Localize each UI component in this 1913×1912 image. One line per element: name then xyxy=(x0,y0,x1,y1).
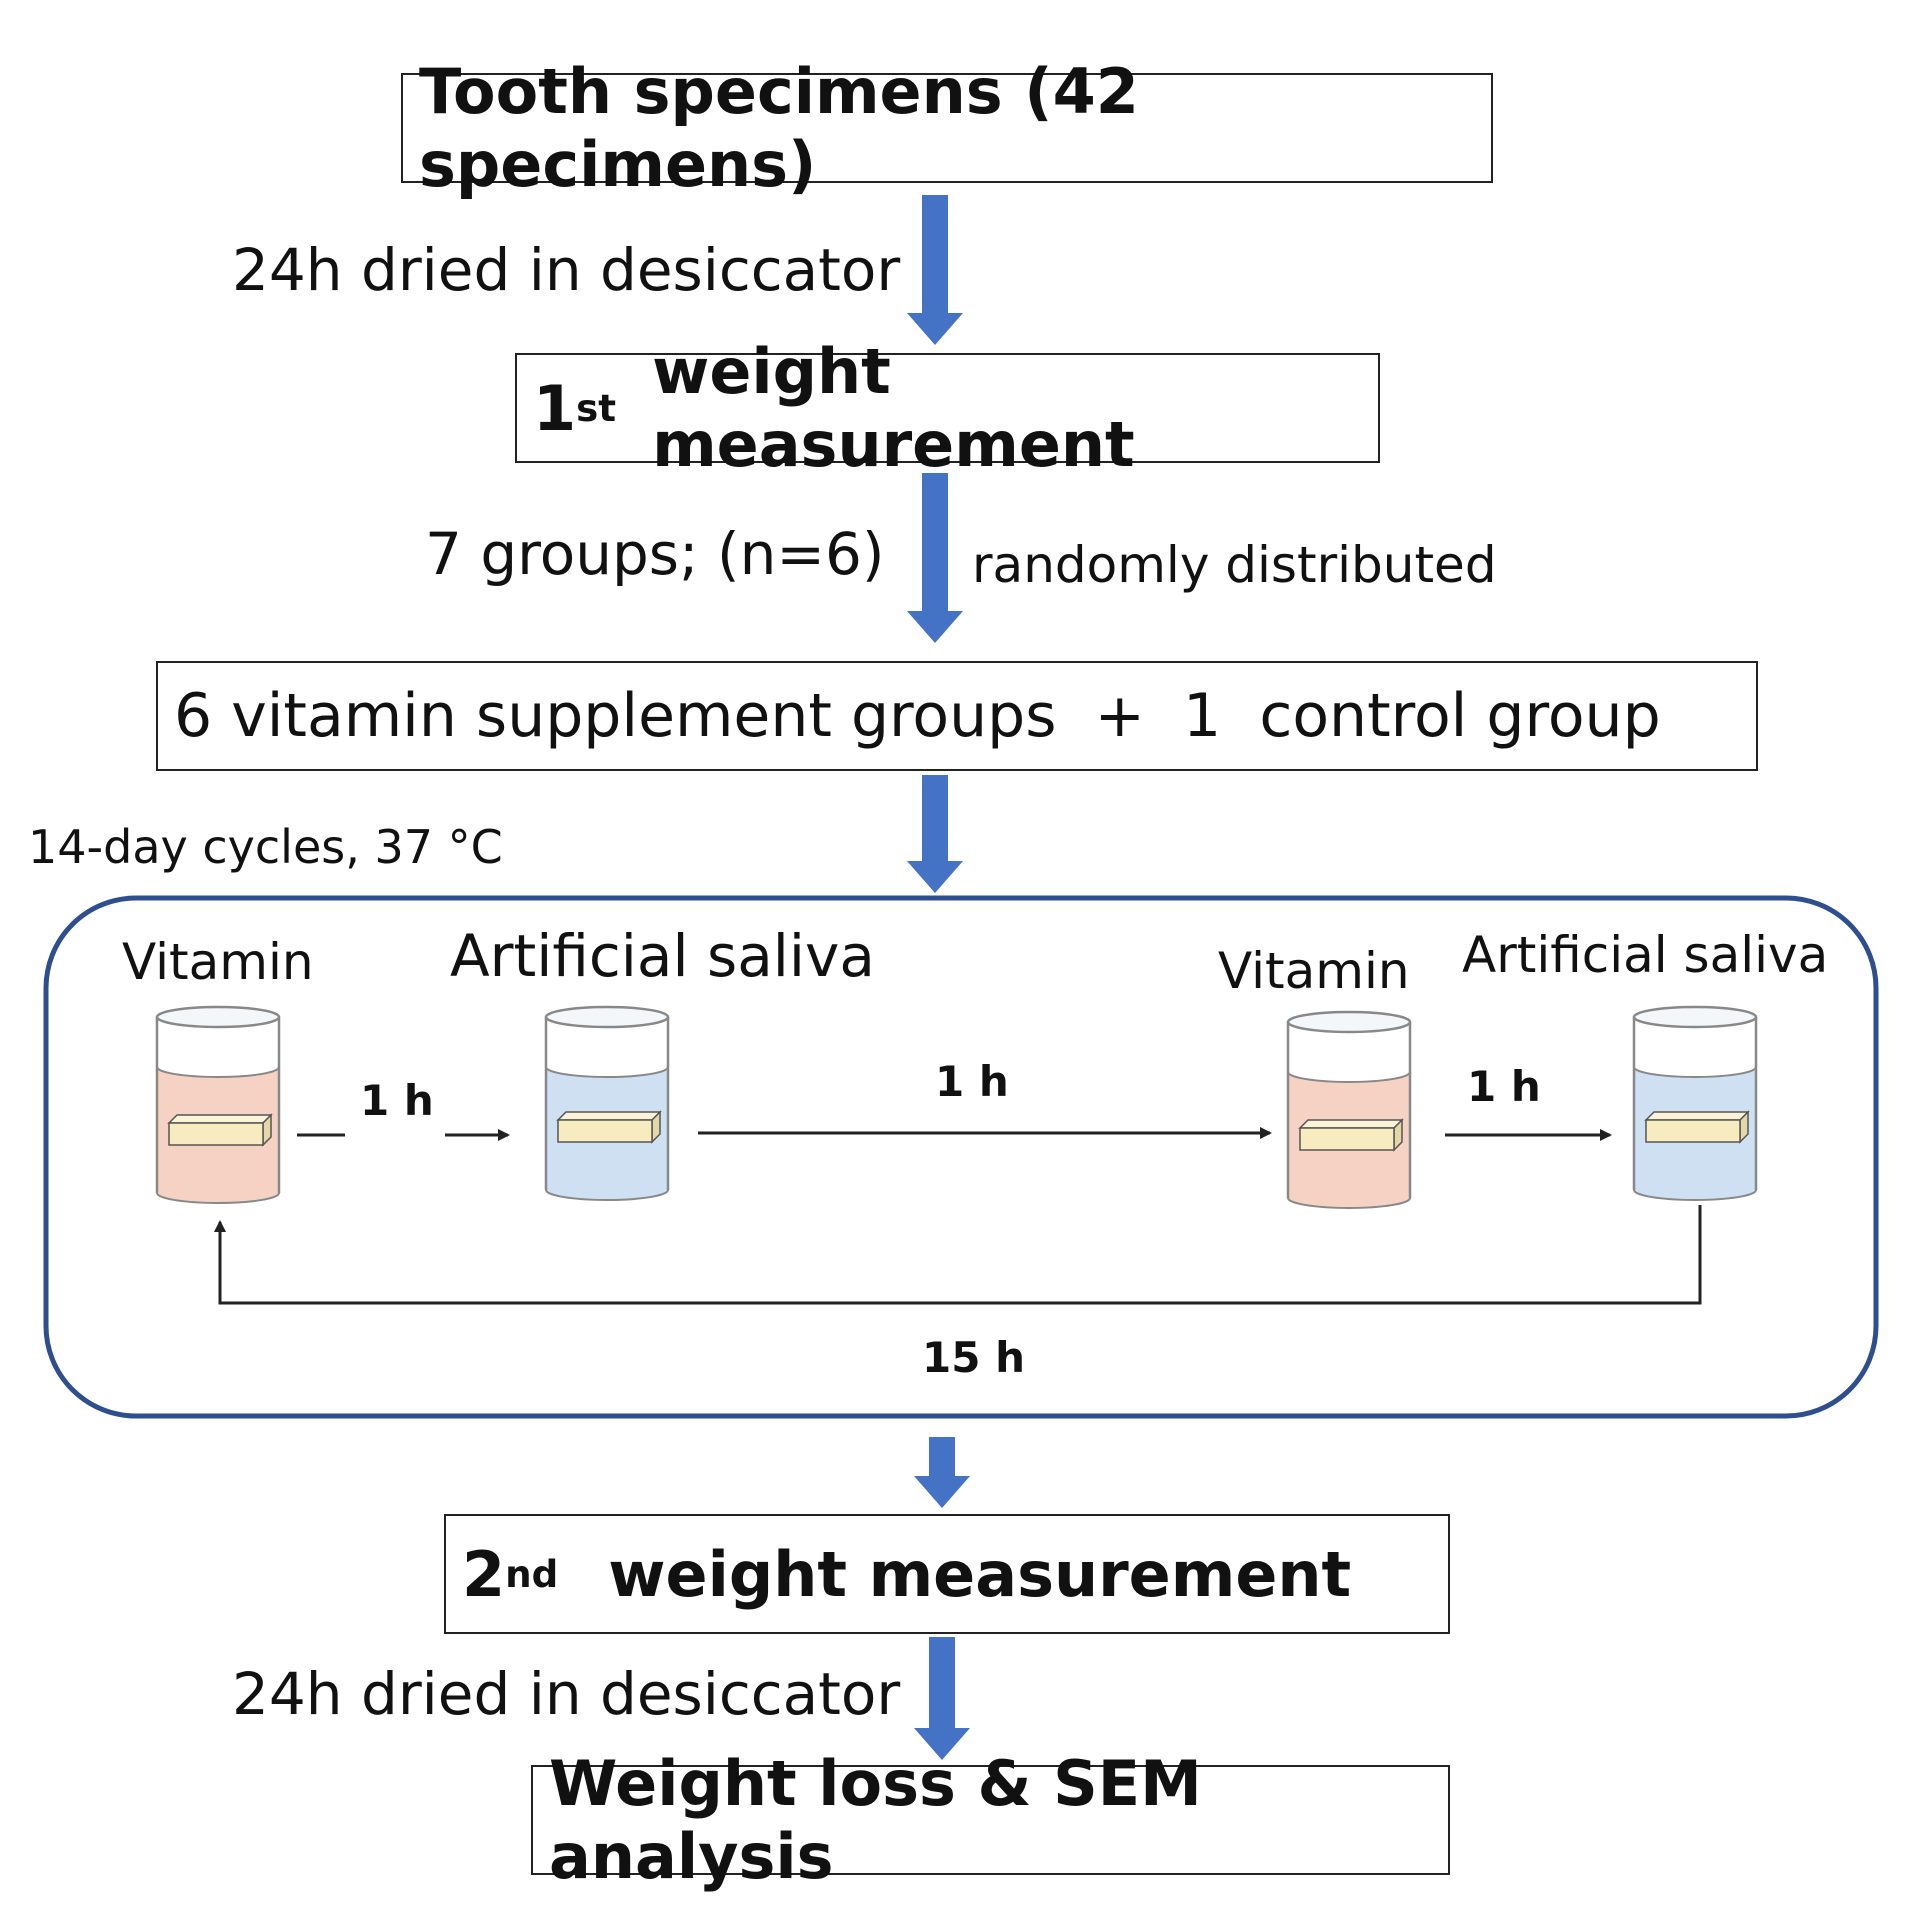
flow-arrow-2 xyxy=(907,473,963,643)
box-specimens: Tooth specimens (42 specimens) xyxy=(401,55,1493,201)
box-groups-text: 6 vitamin supplement groups + 1 control … xyxy=(174,681,1661,751)
cycle-arrows xyxy=(214,1127,1702,1305)
label-dry-1: 24h dried in desiccator xyxy=(232,236,901,304)
label-vitamin-2: Vitamin xyxy=(1218,942,1410,1000)
box-final: Weight loss & SEM analysis xyxy=(531,1747,1450,1893)
beaker-vitamin-1 xyxy=(155,1005,281,1204)
beaker-saliva-2 xyxy=(544,1005,670,1201)
flow-arrow-1 xyxy=(907,195,963,345)
label-saliva-1: Artificial saliva xyxy=(450,922,875,990)
label-groups-count: 7 groups; (n=6) xyxy=(425,520,885,588)
cycle-frame xyxy=(43,895,1879,1419)
flow-arrow-5 xyxy=(914,1637,970,1760)
label-time-3: 1 h xyxy=(1467,1062,1541,1111)
label-time-2: 1 h xyxy=(935,1057,1009,1106)
label-cycles: 14-day cycles, 37 °C xyxy=(28,820,503,874)
box-final-text: Weight loss & SEM analysis xyxy=(549,1747,1202,1893)
label-dry-2: 24h dried in desiccator xyxy=(232,1660,901,1728)
arrow-return-loop xyxy=(214,1205,1702,1305)
beaker-vitamin-3 xyxy=(1286,1010,1412,1209)
second-measurement-number: 2 xyxy=(462,1537,506,1611)
label-vitamin-1: Vitamin xyxy=(122,933,314,991)
label-randomly: randomly distributed xyxy=(972,536,1497,594)
beakers xyxy=(155,1005,1758,1209)
flow-arrows xyxy=(907,195,970,1760)
first-measurement-number: 1 xyxy=(533,371,577,445)
box-groups: 6 vitamin supplement groups + 1 control … xyxy=(156,661,1758,771)
label-saliva-2: Artificial saliva xyxy=(1462,926,1829,984)
second-measurement-text: weight measurement xyxy=(608,1537,1352,1611)
flow-arrow-4 xyxy=(914,1437,970,1508)
box-specimens-text: Tooth specimens (42 specimens) xyxy=(419,55,1139,201)
beaker-saliva-4 xyxy=(1632,1005,1758,1201)
first-measurement-text: weight measurement xyxy=(652,335,1135,481)
flow-arrow-3 xyxy=(907,775,963,893)
label-time-1: 1 h xyxy=(360,1076,434,1125)
label-time-4: 15 h xyxy=(922,1333,1025,1382)
